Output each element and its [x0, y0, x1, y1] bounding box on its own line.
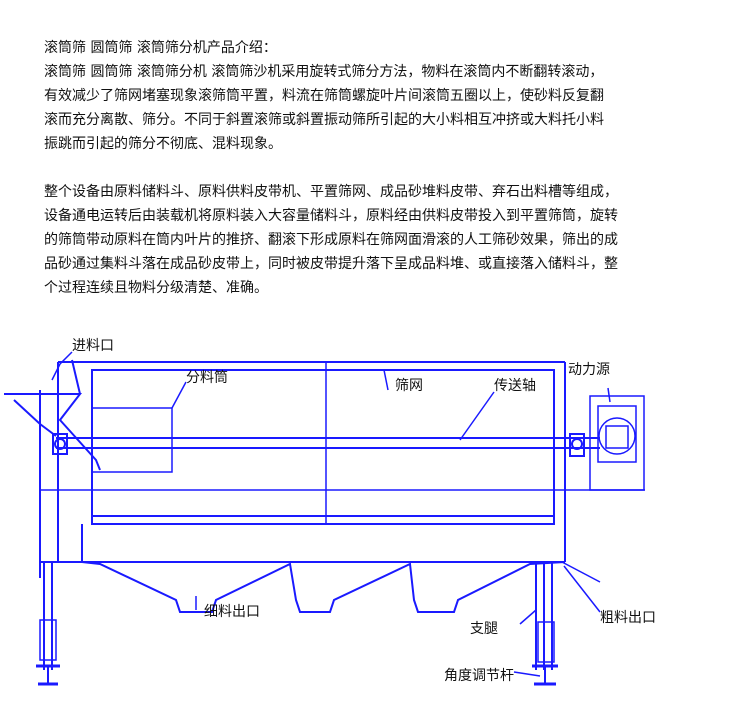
power-unit — [589, 395, 645, 491]
machine-drawing — [4, 359, 645, 686]
trommel-screen-diagram: 进料口 分料筒 筛网 传送轴 动力源 细料出口 支腿 粗料出口 角度调节杆 — [4, 338, 656, 686]
label-power-source: 动力源 — [568, 362, 610, 378]
label-distribution-drum: 分料筒 — [186, 369, 228, 386]
intro-line: 滚筒筛 圆筒筛 滚筒筛分机产品介绍： — [44, 40, 277, 56]
feed-hopper — [4, 393, 101, 471]
distribution-drum — [91, 407, 173, 473]
intro-line: 有效减少了筛网堵塞现象滚筛筒平置，料流在筛筒螺旋叶片间滚筒五圈以上，使砂料反复翻 — [44, 88, 604, 104]
collection-hoppers — [81, 561, 566, 613]
structure-line: 的筛筒带动原料在筒内叶片的推挤、翻滚下形成原料在筛网面滑滚的人工筛砂效果，筛出的… — [44, 232, 618, 248]
left-adjust-sleeve — [39, 619, 57, 661]
product-intro-paragraph: 滚筒筛 圆筒筛 滚筒筛分机产品介绍： 滚筒筛 圆筒筛 滚筒筛分机 滚筒筛沙机采用… — [44, 36, 724, 156]
label-support-leg: 支腿 — [470, 621, 498, 637]
leader-screen — [383, 369, 389, 391]
right-bearing — [569, 433, 585, 457]
structure-line: 品砂通过集料斗落在成品砂皮带上，同时被皮带提升落下呈成品料堆、或直接落入储料斗，… — [44, 256, 618, 272]
right-adjust-sleeve — [537, 621, 555, 663]
label-inlet: 进料口 — [72, 338, 114, 354]
feed-hopper-back — [71, 359, 81, 395]
label-shaft: 传送轴 — [494, 378, 536, 394]
left-bearing-icon — [54, 438, 66, 450]
leader-leg — [519, 609, 537, 625]
feed-hopper-inner — [13, 399, 57, 437]
label-fine-outlet: 细料出口 — [204, 604, 260, 620]
label-coarse-outlet: 粗料出口 — [600, 610, 656, 626]
right-bearing-icon — [571, 438, 583, 450]
motor-core — [605, 425, 629, 449]
intro-line: 振跳而引起的筛分不彻底、混料现象。 — [44, 136, 282, 152]
leader-coarse — [563, 565, 601, 613]
leader-power — [607, 387, 611, 403]
structure-line: 整个设备由原料储料斗、原料供料皮带机、平置筛网、成品砂堆料皮带、弃石出料槽等组成… — [44, 184, 618, 200]
leader-inlet — [51, 351, 73, 381]
motor-housing — [597, 405, 637, 463]
leader-lines — [51, 351, 611, 677]
left-bearing — [52, 433, 68, 455]
structure-line: 设备通电运转后由装载机将原料装入大容量储料斗，原料经由供料皮带投入到平置筛筒，旋… — [44, 208, 618, 224]
leader-drum — [171, 381, 187, 409]
label-angle-rod: 角度调节杆 — [444, 668, 514, 684]
structure-line: 个过程连续且物料分级清楚、准确。 — [44, 280, 268, 296]
label-screen: 筛网 — [395, 378, 423, 394]
pulley-icon — [598, 417, 636, 455]
leader-coarse-2 — [561, 561, 601, 583]
leader-shaft — [459, 391, 495, 441]
intro-line: 滚而充分离散、筛分。不同于斜置滚筛或斜置振动筛所引起的大小料相互冲挤或大料托小料 — [44, 112, 604, 128]
leader-angle-rod — [513, 671, 541, 677]
intro-line: 滚筒筛 圆筒筛 滚筒筛分机 滚筒筛沙机采用旋转式筛分方法，物料在滚筒内不断翻转滚… — [44, 64, 604, 80]
structure-paragraph: 整个设备由原料储料斗、原料供料皮带机、平置筛网、成品砂堆料皮带、弃石出料槽等组成… — [44, 180, 724, 300]
